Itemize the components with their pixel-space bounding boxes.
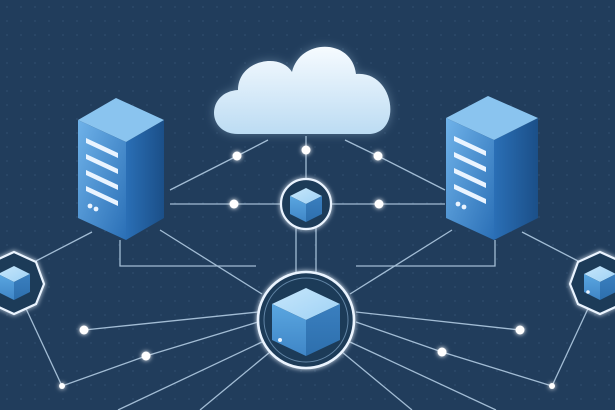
- line-right-cube-down: [551, 299, 593, 387]
- node-dot: [59, 383, 65, 389]
- node-dot: [229, 199, 239, 209]
- node-dot: [549, 383, 555, 389]
- line-hub-spoke-left: [83, 311, 259, 331]
- line-left-server-to-hub-diag: [159, 229, 263, 295]
- cube-edge-left: [0, 250, 46, 316]
- server-right-side: [494, 118, 538, 240]
- line-hub-spoke-bottom-far-left: [117, 341, 263, 410]
- line-hub-spoke-right: [355, 311, 521, 331]
- node-dot: [232, 151, 242, 161]
- line-hub-spoke-bottom-right: [341, 351, 413, 410]
- line-right-server-to-hub-diag: [349, 229, 453, 295]
- node-dot: [79, 325, 89, 335]
- server-left: [78, 98, 164, 240]
- connection-lines: [21, 136, 593, 410]
- line-right-server-to-hub: [356, 240, 496, 267]
- node-dot: [141, 351, 151, 361]
- cube-edge-right: [568, 250, 615, 316]
- line-left-cube-to-server: [33, 231, 93, 263]
- cube-hub-small: [279, 177, 333, 231]
- node-dot: [437, 347, 447, 357]
- node-dot: [374, 199, 384, 209]
- server-right-top: [446, 96, 538, 140]
- server-left-side: [126, 120, 164, 240]
- line-left-cube-down: [21, 299, 63, 387]
- server-right-drive-slots: [454, 136, 486, 210]
- node-dot: [515, 325, 525, 335]
- node-dots: [59, 145, 555, 389]
- server-left-top: [78, 98, 164, 142]
- line-right-cube-to-server: [521, 231, 581, 263]
- line-left-server-to-hub: [119, 240, 256, 267]
- cloud-icon: [214, 46, 391, 134]
- line-hub-spoke-bottom-far-right: [349, 341, 497, 410]
- node-dot: [301, 145, 311, 155]
- node-dot: [373, 151, 383, 161]
- server-right: [446, 96, 538, 240]
- server-left-drive-slots: [86, 138, 118, 212]
- line-hub-spoke-bottom-left: [199, 351, 271, 410]
- cube-hub-large: [256, 270, 356, 370]
